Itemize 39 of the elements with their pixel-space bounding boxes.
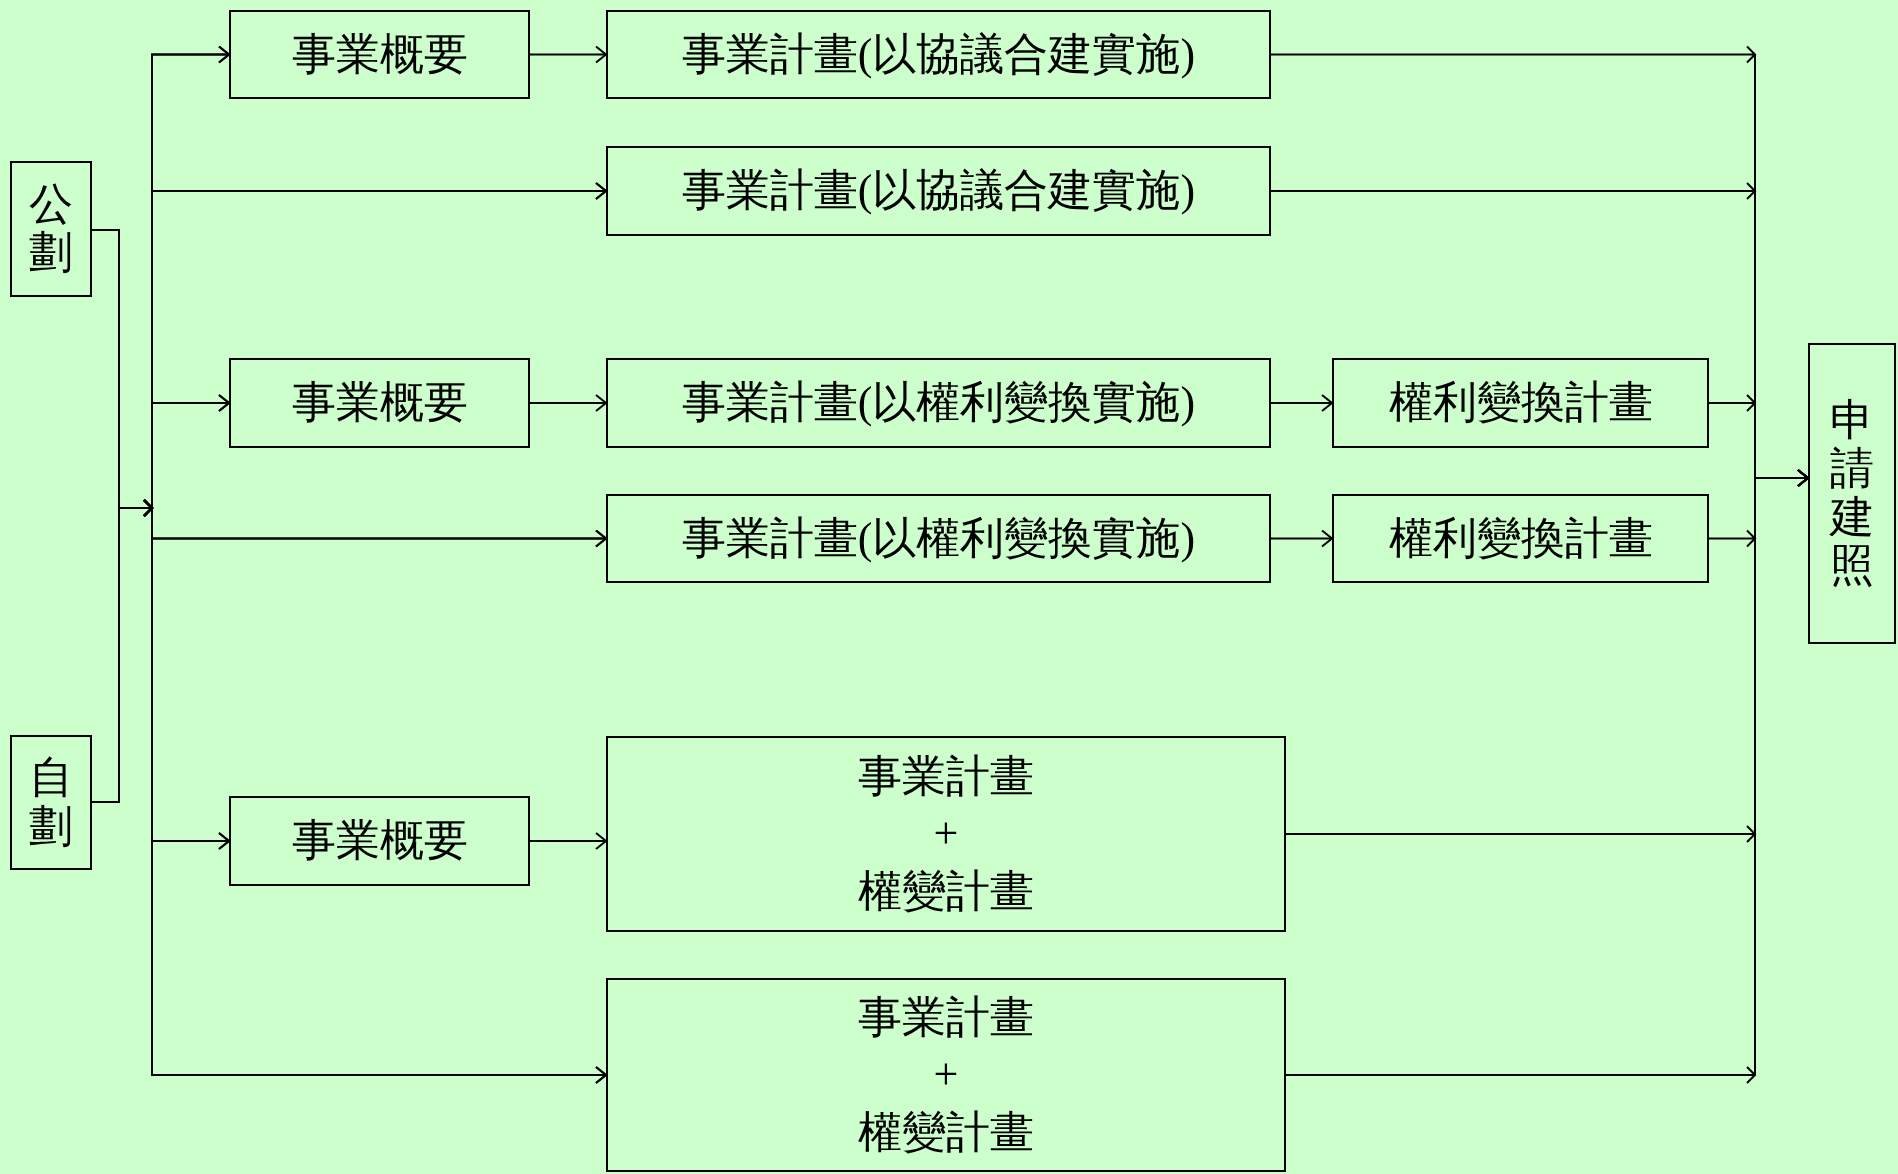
box-label: 權變計畫 [858,865,1034,918]
box-label: + [933,1049,959,1102]
arrow [529,45,607,64]
arrow [529,394,607,412]
process-box [229,358,530,448]
arrow [1270,394,1333,412]
box-label: 事業概要 [291,815,468,868]
arrow [529,832,607,850]
box-label: 自劃 [29,754,73,851]
process-box [606,358,1271,448]
process-box [1808,343,1896,644]
process-box [606,736,1286,932]
process-box [606,494,1271,583]
box-label: 事業計畫(以協議合建實施) [681,28,1196,81]
process-box [1332,494,1709,583]
box-label: 權變計畫 [858,1106,1034,1159]
box-label: 公劃 [29,180,73,278]
box-label: + [933,808,959,861]
box-label: 事業概要 [291,28,468,81]
box-label: 申請建照 [1830,396,1874,591]
arrow [91,499,607,1084]
box-label: 事業計畫 [858,751,1034,804]
box-label: 事業概要 [291,377,468,430]
box-label: 事業計畫 [858,992,1034,1045]
process-box [10,161,92,297]
box-label: 權利變換計畫 [1388,512,1653,565]
process-box [10,735,92,870]
process-box [229,796,530,886]
process-box [1332,358,1709,448]
arrow [1285,469,1809,1084]
box-label: 事業計畫(以權利變換實施) [681,512,1196,565]
box-label: 事業計畫(以協議合建實施) [681,165,1196,218]
process-box [229,10,530,99]
box-label: 權利變換計畫 [1388,377,1653,430]
arrow [1270,529,1333,548]
process-box [606,978,1286,1172]
process-box [606,10,1271,99]
box-label: 事業計畫(以權利變換實施) [681,377,1196,430]
process-box [606,146,1271,236]
